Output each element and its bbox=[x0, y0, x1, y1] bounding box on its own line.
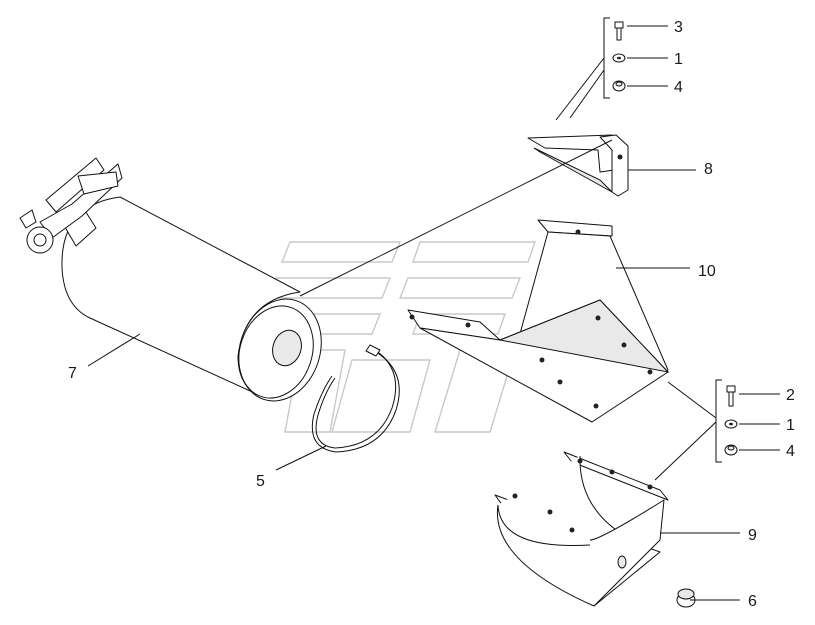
bracket-support-part-10 bbox=[407, 219, 670, 423]
label-4-bottom: 4 bbox=[786, 443, 795, 460]
label-1-top: 1 bbox=[674, 51, 683, 68]
plug-part-6 bbox=[676, 588, 696, 608]
fastener-group-top bbox=[555, 17, 626, 121]
label-6: 6 bbox=[748, 593, 757, 610]
watermark-logo bbox=[252, 241, 536, 433]
label-1-bottom: 1 bbox=[786, 417, 795, 434]
fastener-group-bottom bbox=[654, 379, 738, 481]
strap-ring-part-5 bbox=[311, 344, 400, 453]
nut-icon bbox=[612, 80, 626, 92]
bracket-part-8 bbox=[527, 134, 629, 197]
fire-extinguisher-part-7 bbox=[19, 157, 322, 402]
label-10: 10 bbox=[698, 263, 716, 280]
bolt-icon bbox=[726, 385, 736, 407]
label-9: 9 bbox=[748, 527, 757, 544]
nut-icon bbox=[724, 444, 738, 456]
label-4-top: 4 bbox=[674, 79, 683, 96]
label-7: 7 bbox=[68, 365, 77, 382]
washer-icon bbox=[724, 419, 738, 429]
label-3: 3 bbox=[674, 19, 683, 36]
label-5: 5 bbox=[256, 473, 265, 490]
bolt-icon bbox=[614, 21, 624, 41]
washer-icon bbox=[612, 53, 626, 63]
leader-lines bbox=[87, 25, 780, 601]
cradle-shell-part-9 bbox=[494, 451, 669, 607]
label-8: 8 bbox=[704, 161, 713, 178]
label-2: 2 bbox=[786, 387, 795, 404]
